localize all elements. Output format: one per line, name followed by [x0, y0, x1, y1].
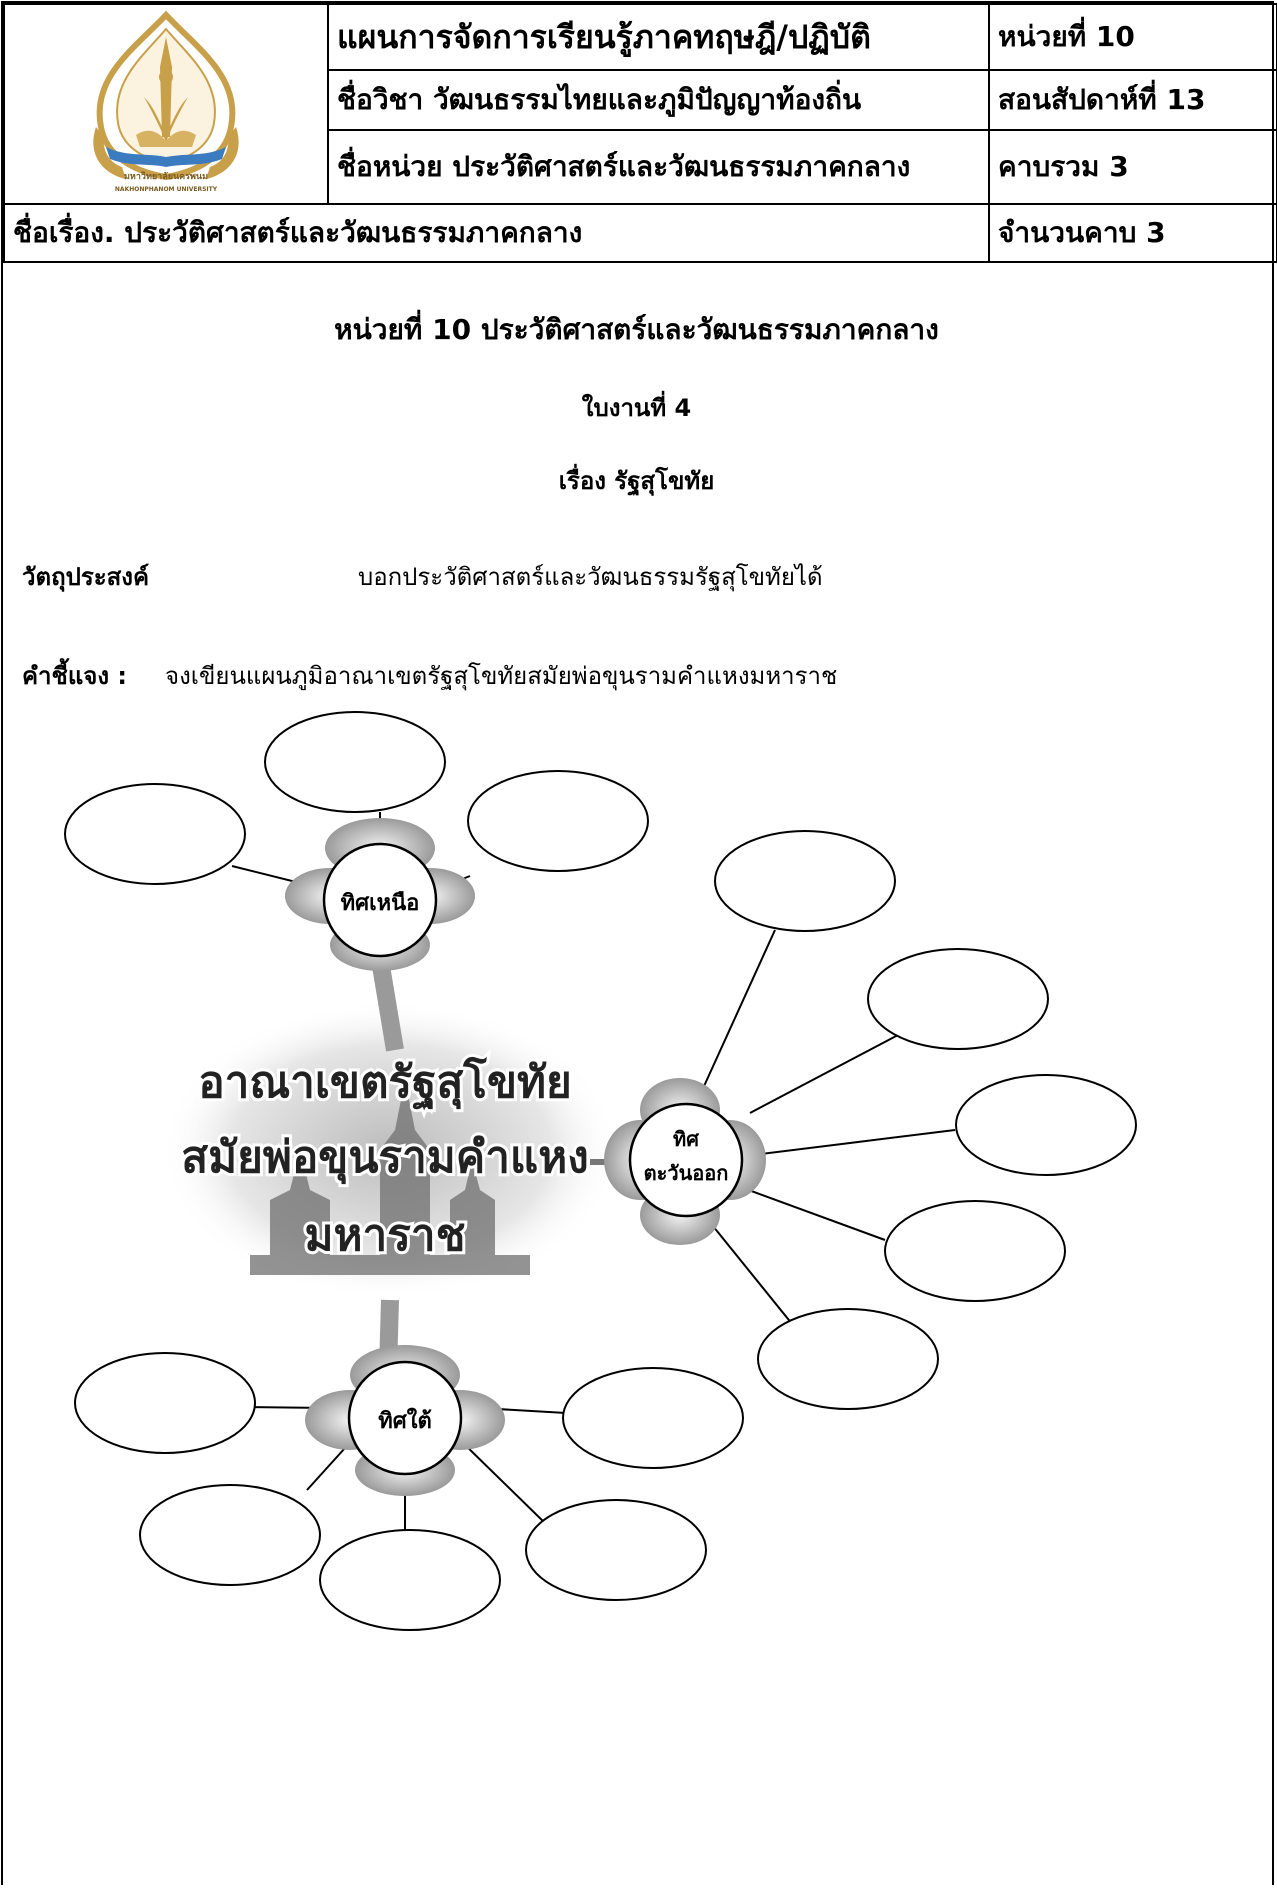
logo-text-thai: มหาวิทยาลัยนครพนม: [124, 171, 208, 182]
total-periods: คาบรวม 3: [988, 129, 1277, 205]
north-answer-ellipse-2[interactable]: [64, 783, 246, 885]
topic-name: ชื่อเรื่อง. ประวัติศาสตร์และวัฒนธรรมภาคก…: [3, 203, 990, 263]
north-answer-ellipse-3[interactable]: [467, 770, 649, 872]
south-answer-ellipse-5[interactable]: [525, 1499, 707, 1601]
south-answer-ellipse-1[interactable]: [74, 1352, 256, 1454]
plan-title: แผนการจัดการเรียนรู้ภาคทฤษฎี/ปฏิบัติ: [327, 3, 990, 71]
south-answer-ellipse-4[interactable]: [319, 1529, 501, 1631]
unit-number: หน่วยที่ 10: [988, 3, 1277, 71]
unit-heading: หน่วยที่ 10 ประวัติศาสตร์และวัฒนธรรมภาคก…: [334, 313, 939, 346]
logo-cell: มหาวิทยาลัยนครพนม NAKHONPHANOM UNIVERSIT…: [3, 3, 329, 205]
objective-text: บอกประวัติศาสตร์และวัฒนธรรมรัฐสุโขทัยได้: [358, 563, 823, 591]
instruction-label: คำชี้แจง :: [22, 662, 128, 690]
worksheet-number: ใบงานที่ 4: [581, 394, 692, 422]
south-answer-ellipse-3[interactable]: [139, 1484, 321, 1586]
south-answer-ellipse-2[interactable]: [562, 1367, 744, 1469]
east-answer-ellipse-2[interactable]: [867, 948, 1049, 1050]
course-name: ชื่อวิชา วัฒนธรรมไทยและภูมิปัญญาท้องถิ่น: [327, 69, 990, 131]
north-answer-ellipse-1[interactable]: [264, 711, 446, 813]
unit-name: ชื่อหน่วย ประวัติศาสตร์และวัฒนธรรมภาคกลา…: [327, 129, 990, 205]
east-answer-ellipse-3[interactable]: [955, 1074, 1137, 1176]
east-answer-ellipse-5[interactable]: [757, 1308, 939, 1410]
university-logo: มหาวิทยาลัยนครพนม NAKHONPHANOM UNIVERSIT…: [93, 10, 239, 193]
worksheet-topic: เรื่อง รัฐสุโขทัย: [558, 467, 715, 495]
period-count: จำนวนคาบ 3: [988, 203, 1277, 263]
logo-emblem: [93, 10, 239, 181]
instruction-text: จงเขียนแผนภูมิอาณาเขตรัฐสุโขทัยสมัยพ่อขุ…: [165, 662, 838, 690]
objective-label: วัตถุประสงค์: [22, 563, 150, 591]
logo-text-english: NAKHONPHANOM UNIVERSITY: [115, 186, 218, 193]
east-answer-ellipse-4[interactable]: [884, 1200, 1066, 1302]
teaching-week: สอนสัปดาห์ที่ 13: [988, 69, 1277, 131]
east-answer-ellipse-1[interactable]: [714, 830, 896, 932]
header-table: มหาวิทยาลัยนครพนม NAKHONPHANOM UNIVERSIT…: [3, 3, 1277, 263]
